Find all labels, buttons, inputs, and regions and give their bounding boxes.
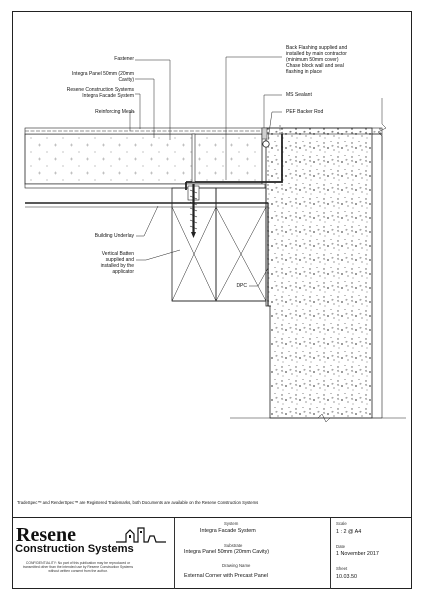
integra-panel (24, 133, 263, 185)
date-value: 1 November 2017 (336, 551, 379, 557)
leader-sealant (263, 94, 282, 128)
leader-flashing (225, 56, 282, 180)
leader-backer (267, 111, 282, 141)
label-dpc: DPC (236, 283, 247, 289)
ms-sealant (261, 127, 268, 140)
leader-panel (135, 78, 155, 138)
break-line-right (377, 98, 387, 160)
skyline-logo-icon (116, 527, 166, 543)
pef-backer-rod (262, 140, 270, 148)
dpc-membrane (267, 210, 272, 307)
title-block-divider (330, 518, 331, 589)
label-reinforcing-mesh: Reinforcing Mesh (95, 109, 134, 115)
title-block: Resene Construction Systems CONFIDENTIAL… (12, 517, 412, 589)
label-back-flashing: Back Flashing supplied and installed by … (286, 45, 348, 75)
label-facade-system: Resene Construction Systems Integra Faca… (66, 87, 134, 99)
leader-underlay (136, 205, 159, 237)
trademark-notice: TradeSpec™ and RenderSpec™ are Registere… (17, 500, 259, 505)
label-building-underlay: Building Underlay (94, 233, 134, 239)
construction-systems-text: Construction Systems (15, 543, 134, 555)
confidentiality-note: CONFIDENTIALITY: No part of this publica… (22, 561, 134, 574)
scale-value: 1 : 2 @ A4 (336, 529, 362, 535)
leader-lines (129, 56, 282, 287)
break-line-bottom (230, 413, 406, 423)
drawing-sheet-border (12, 11, 412, 589)
label-ms-sealant: MS Sealant (286, 92, 312, 98)
leader-dpc (249, 267, 269, 287)
leader-batten (136, 249, 181, 261)
date-caption: Date (336, 544, 346, 549)
label-pef-backer-rod: PEF Backer Rod (286, 109, 324, 115)
substrate-caption: Substrate (224, 543, 243, 548)
label-fastener: Fastener (114, 56, 134, 62)
fastener-screw (187, 133, 200, 238)
label-vertical-batten: Vertical Batten supplied and installed b… (100, 251, 134, 275)
back-flashing (185, 134, 283, 190)
resene-logo-text: Resene (16, 524, 76, 546)
leader-facade (135, 93, 141, 129)
label-integra-panel: Integra Panel 50mm (20mm Cavity) (72, 71, 134, 83)
system-value: Integra Facade System (200, 528, 256, 534)
title-block-divider (174, 518, 175, 589)
drawing-name-caption: Drawing Name (222, 563, 251, 568)
sheet-value: 10.03.50 (336, 574, 357, 580)
drawing-name-value: External Corner with Precast Panel (184, 573, 268, 579)
scale-caption: Scale (336, 521, 347, 526)
system-caption: System (224, 521, 239, 526)
precast-concrete-panel (265, 127, 373, 419)
leader-fastener (135, 59, 171, 140)
detail-drawing (24, 56, 406, 423)
leader-mesh (129, 111, 135, 131)
sheet-caption: Sheet (336, 566, 348, 571)
substrate-value: Integra Panel 50mm (20mm Cavity) (184, 549, 270, 555)
